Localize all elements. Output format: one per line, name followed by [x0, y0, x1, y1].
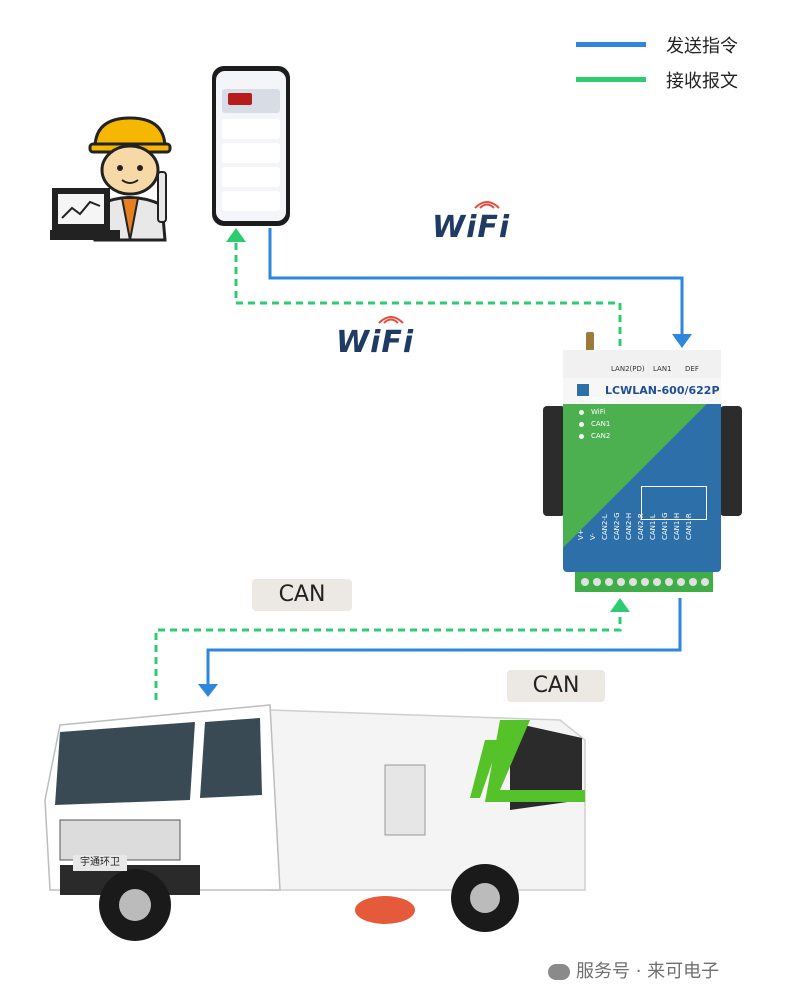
- pin-label: CAN1-H: [673, 512, 681, 540]
- port-label: LAN2(PD): [611, 365, 645, 373]
- can-receive-line: [154, 612, 622, 700]
- screen-card: [222, 119, 280, 139]
- mount-ear-right: [720, 406, 742, 516]
- led-label: CAN1: [591, 420, 611, 428]
- can-label-bottom: CAN: [507, 670, 605, 702]
- watermark: 服务号 · 来可电子: [548, 957, 719, 983]
- led-can2-icon: [579, 434, 584, 439]
- can-receive-arrow: [610, 598, 630, 612]
- pin-label: CAN1-L: [649, 514, 657, 540]
- screen-card: [222, 191, 280, 211]
- terminal-screws: [581, 578, 709, 586]
- can-send-arrow: [198, 684, 218, 697]
- pin-label: CAN2-H: [625, 512, 633, 540]
- legend-receive-label: 接收报文: [666, 71, 738, 92]
- gateway-model: LCWLAN-600/622P: [605, 384, 720, 397]
- wifi-text: WiFi: [432, 210, 511, 245]
- wifi-text: WiFi: [336, 325, 415, 360]
- screen-card: [222, 167, 280, 187]
- wifi-receive-line: [234, 240, 622, 346]
- port-label: LAN1: [653, 365, 672, 373]
- led-label: WiFi: [591, 408, 606, 416]
- led-label: CAN2: [591, 432, 611, 440]
- watermark-text: 服务号 · 来可电子: [576, 961, 720, 982]
- terminal-block: [575, 572, 713, 592]
- legend-send-label: 发送指令: [666, 36, 738, 57]
- led-power-icon: [579, 398, 584, 403]
- pin-label: CAN1-G: [661, 512, 669, 540]
- legend-receive-line: [576, 77, 646, 82]
- pin-label: V+: [577, 529, 585, 540]
- gateway-device: LAN2(PD) LAN1 DEF LCWLAN-600/622P POWER …: [563, 350, 721, 572]
- wifi-send-line: [268, 228, 684, 334]
- smartphone: [212, 66, 290, 226]
- pin-label: V-: [589, 533, 597, 540]
- can-send-line: [206, 598, 682, 684]
- pin-label: CAN2-G: [613, 512, 621, 540]
- phone-screen: [216, 71, 286, 221]
- port-label: DEF: [685, 365, 699, 373]
- screen-card: [222, 143, 280, 163]
- wifi-label-bottom: WiFi: [336, 316, 415, 360]
- device-image: [228, 93, 252, 105]
- brand-logo-icon: [577, 384, 589, 396]
- truck-plate: 宇通环卫: [73, 855, 127, 871]
- led-can1-icon: [579, 422, 584, 427]
- legend-send-line: [576, 42, 646, 47]
- antenna: [586, 332, 594, 352]
- wifi-label-top: WiFi: [432, 201, 511, 245]
- pin-label: CAN2-L: [601, 514, 609, 540]
- pin-label: CAN2-R: [637, 513, 645, 540]
- gateway-label-bar: LCWLAN-600/622P: [563, 378, 721, 404]
- worker-illustration: [50, 116, 172, 242]
- street-sweeper-truck: [44, 704, 586, 941]
- led-wifi-icon: [579, 410, 584, 415]
- can-label-top: CAN: [252, 579, 352, 611]
- pin-label: CAN1-R: [685, 513, 693, 540]
- wifi-icon: [474, 201, 500, 209]
- wifi-receive-arrow: [226, 228, 246, 242]
- spec-box: [641, 486, 707, 520]
- mount-ear-left: [543, 406, 565, 516]
- gateway-port-bar: LAN2(PD) LAN1 DEF: [563, 350, 721, 379]
- wifi-send-arrow: [672, 334, 692, 348]
- wifi-icon: [378, 316, 404, 324]
- led-label: POWER: [591, 396, 617, 404]
- wechat-icon: [548, 964, 570, 980]
